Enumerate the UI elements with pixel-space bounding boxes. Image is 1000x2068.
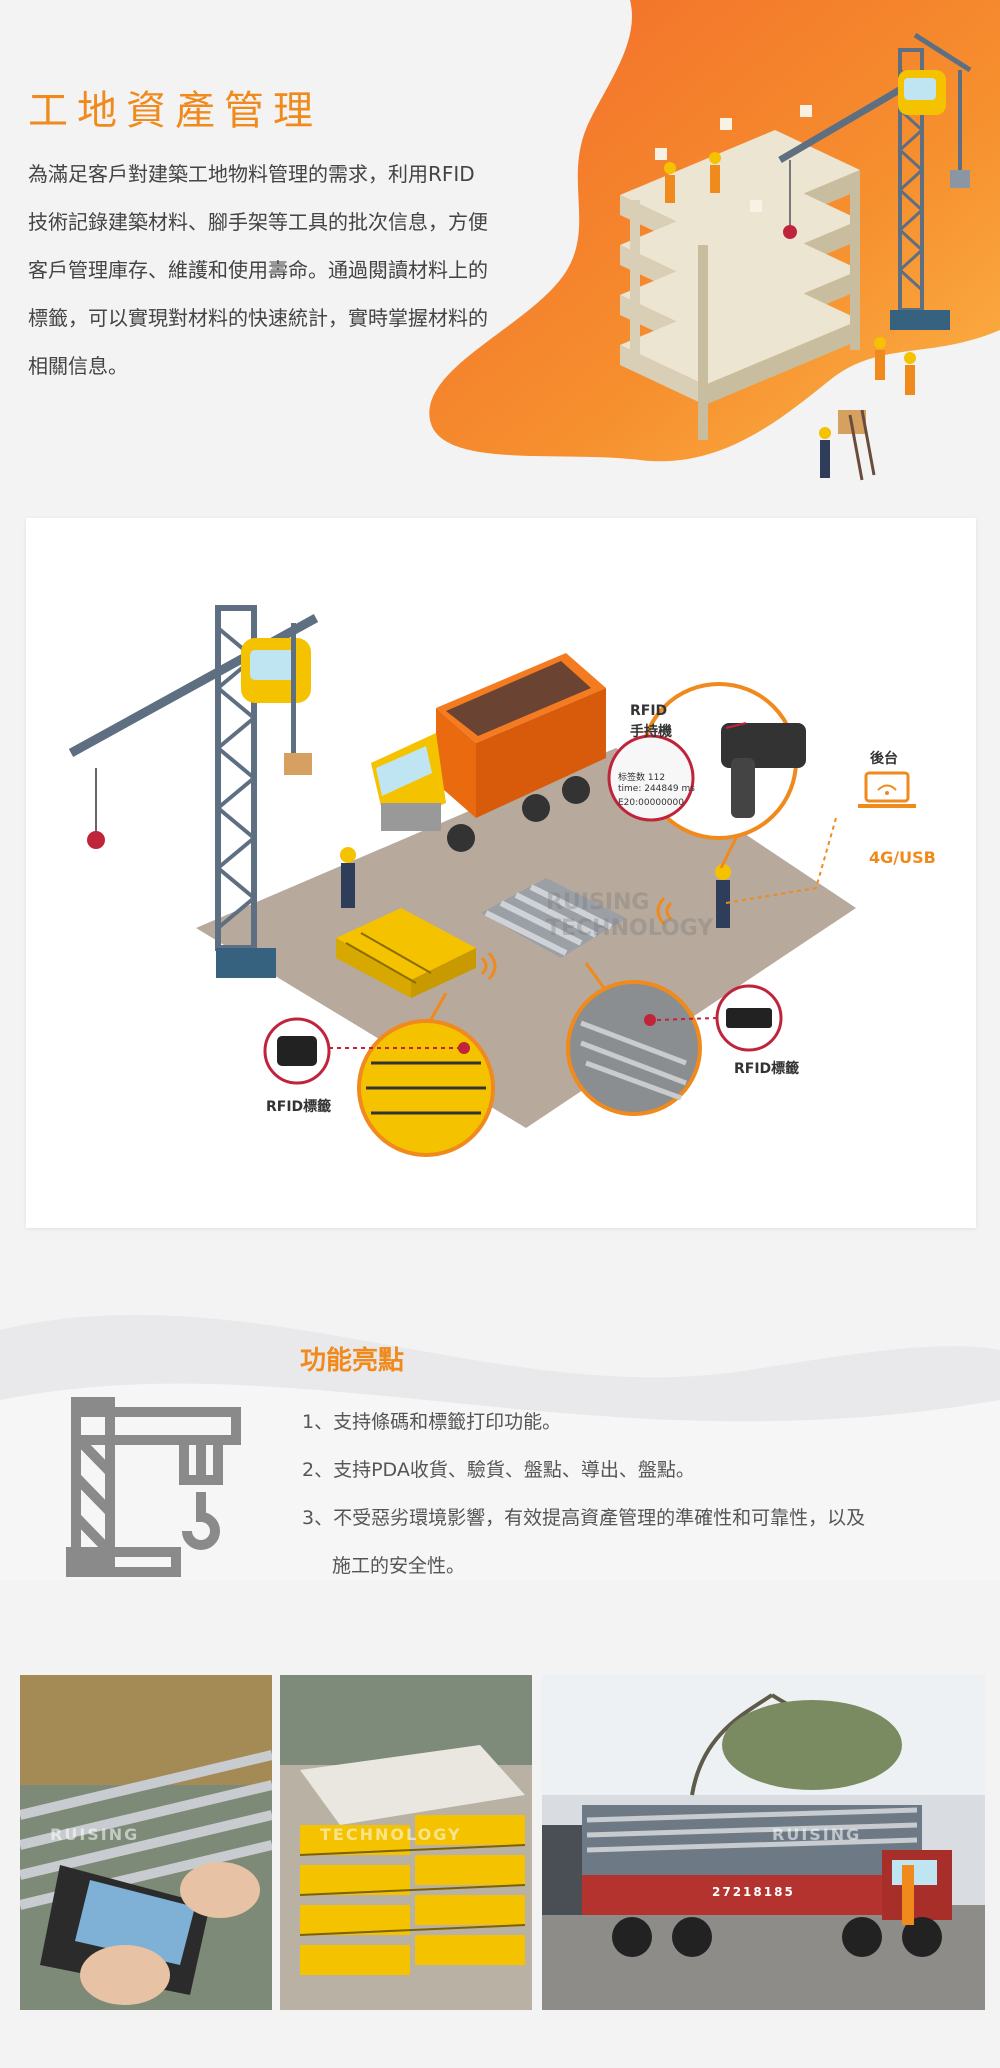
watermark: RUISING: [50, 1825, 140, 1844]
rfid-handheld-zoom: [607, 682, 806, 869]
hero-description-line: 相關信息。: [28, 354, 128, 378]
rfid-tag-right: [655, 984, 783, 1052]
handheld-label: 手持機: [630, 724, 672, 740]
handheld-label: RFID: [630, 703, 668, 719]
link-label: 4G/USB: [869, 848, 936, 867]
watermark: RUISING: [772, 1825, 862, 1844]
screen-text: time: 244849 ms: [618, 784, 695, 794]
construction-site-illustration: [68, 605, 916, 1157]
yellow-scaffold-stack: [336, 908, 476, 998]
pipe-tag-zoom: [566, 962, 702, 1116]
hero-description-line: 為滿足客戶對建築工地物料管理的需求，利用RFID: [28, 162, 475, 186]
screen-text: E20:00000000: [618, 798, 684, 808]
hero-description-line: 標籤，可以實現對材料的快速統計，實時掌握材料的: [28, 306, 488, 330]
scaffold-tag-zoom: [357, 992, 495, 1157]
hero-description-line: 技術記錄建築材料、腳手架等工具的批次信息，方便: [28, 210, 488, 234]
photo-truck-loaded-materials: 27218185 RUISING: [542, 1675, 985, 2010]
tag-label: RFID標籤: [266, 1099, 332, 1115]
watermark: TECHNOLOGY: [546, 916, 714, 941]
crane-icon: [66, 1397, 241, 1577]
data-link-line: [725, 817, 837, 904]
truck-phone-number: 27218185: [712, 1885, 795, 1899]
backend-label: 後台: [870, 751, 898, 767]
features-list: 1、支持條碼和標籤打印功能。 2、支持PDA收貨、驗貨、盤點、導出、盤點。 3、…: [302, 1398, 942, 1590]
photo-yellow-scaffold-stack: TECHNOLOGY: [280, 1675, 532, 2010]
page-title: 工地資產管理: [28, 88, 322, 134]
features-title: 功能亮點: [300, 1346, 405, 1376]
features-background-wave: [0, 1314, 1000, 1580]
laptop-icon: [858, 771, 916, 808]
hero-description: 為滿足客戶對建築工地物料管理的需求，利用RFID 技術記錄建築材料、腳手架等工具…: [28, 150, 558, 390]
rfid-system-diagram: RFID 手持機 後台 4G/USB RFID標籤 RFID標籤 标签数 112…: [26, 518, 976, 1228]
building-construction-illustration: [620, 32, 972, 481]
feature-item: 3、不受惡劣環境影響，有效提高資產管理的準確性和可靠性，以及: [302, 1507, 866, 1529]
site-workers: [340, 847, 731, 928]
tower-crane: [778, 32, 972, 330]
construction-workers: [664, 152, 916, 481]
watermark: TECHNOLOGY: [320, 1825, 462, 1844]
rfid-tag-left: [263, 1017, 466, 1085]
feature-item-continued: 施工的安全性。: [332, 1555, 466, 1577]
photo-image: [20, 1675, 272, 2010]
tower-crane: [68, 605, 319, 978]
hero-description-line: 客戶管理庫存、維護和使用壽命。通過閱讀材料上的: [28, 258, 488, 282]
watermark: RUISING: [546, 890, 650, 915]
dump-truck: [371, 653, 606, 852]
building-floors: [620, 105, 860, 440]
rfid-signal-waves: [480, 896, 673, 981]
feature-item: 2、支持PDA收貨、驗貨、盤點、導出、盤點。: [302, 1459, 695, 1481]
feature-item: 1、支持條碼和標籤打印功能。: [302, 1411, 562, 1433]
screen-text: 标签数 112: [618, 773, 666, 783]
photo-handheld-scanning-pipes: RUISING: [20, 1675, 272, 2010]
tag-label: RFID標籤: [734, 1061, 800, 1077]
photo-image: [280, 1675, 532, 2010]
photo-image: [542, 1675, 985, 2010]
steel-pipe-stack: [481, 878, 626, 958]
hero-section: 工地資產管理 為滿足客戶對建築工地物料管理的需求，利用RFID 技術記錄建築材料…: [0, 0, 1000, 500]
